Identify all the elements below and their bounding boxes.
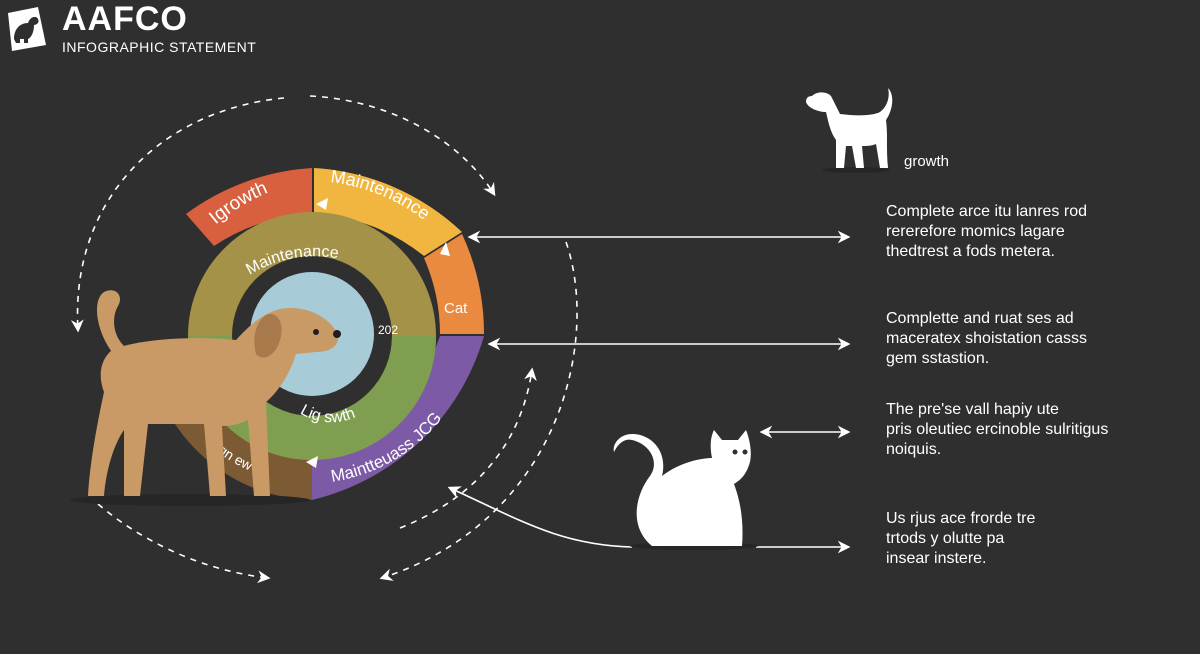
statement-2-line-2: maceratex shoistation casss xyxy=(886,330,1087,347)
statement-2-line-3: gem sstastion. xyxy=(886,350,990,367)
dashed-arc-inner xyxy=(399,367,537,529)
statement-3: The pre'se vall hapiy ute pris oleutiec … xyxy=(886,400,1186,460)
cat-silhouette-icon xyxy=(613,430,758,550)
segment-arrow-purple xyxy=(306,456,318,468)
dashed-arc-left xyxy=(70,97,285,333)
cat-segment xyxy=(424,234,485,334)
statement-4-line-1: Us rjus ace frorde tre xyxy=(886,510,1036,527)
middle-ring-number: 202 xyxy=(378,323,398,337)
statement-3-line-3: noiquis. xyxy=(886,441,942,458)
statement-4-line-3: insear instere. xyxy=(886,550,987,567)
segment-arrow-growth xyxy=(316,198,328,210)
cat-segment-label: Cat xyxy=(444,300,468,317)
statement-1-line-2: rererefore momics lagare xyxy=(886,223,1065,240)
dashed-arc-top xyxy=(309,95,496,197)
dashed-arc-right xyxy=(379,241,578,581)
dog-logo-icon xyxy=(8,7,46,51)
dashed-arc-bottom-left xyxy=(97,503,271,584)
growth-segment xyxy=(186,168,312,246)
segment-arrow-cat xyxy=(440,242,450,256)
statement-1-line-3: thedtrest a fods metera. xyxy=(886,243,1055,260)
dog-growth-label: growth xyxy=(904,153,950,170)
statement-2: Complette and ruat ses ad maceratex shoi… xyxy=(886,309,1186,369)
statement-3-line-1: The pre'se vall hapiy ute xyxy=(886,401,1059,418)
statement-2-line-1: Complette and ruat ses ad xyxy=(886,310,1074,327)
statement-1: Complete arce itu lanres rod rererefore … xyxy=(886,202,1186,262)
connector-curve-cat xyxy=(447,486,633,548)
statement-3-line-2: pris oleutiec ercinoble sulritigus xyxy=(886,421,1109,438)
brand-subtitle: INFOGRAPHIC STATEMENT xyxy=(62,39,257,55)
statement-1-line-1: Complete arce itu lanres rod xyxy=(886,203,1087,220)
dog-silhouette-icon xyxy=(806,88,893,173)
maintenance-segment xyxy=(314,168,462,256)
brand-title: AAFCO xyxy=(62,0,188,38)
statement-4-line-2: trtods y olutte pa xyxy=(886,530,1005,547)
large-dog-illustration xyxy=(70,290,341,506)
statement-4: Us rjus ace frorde tre trtods y olutte p… xyxy=(886,509,1186,569)
